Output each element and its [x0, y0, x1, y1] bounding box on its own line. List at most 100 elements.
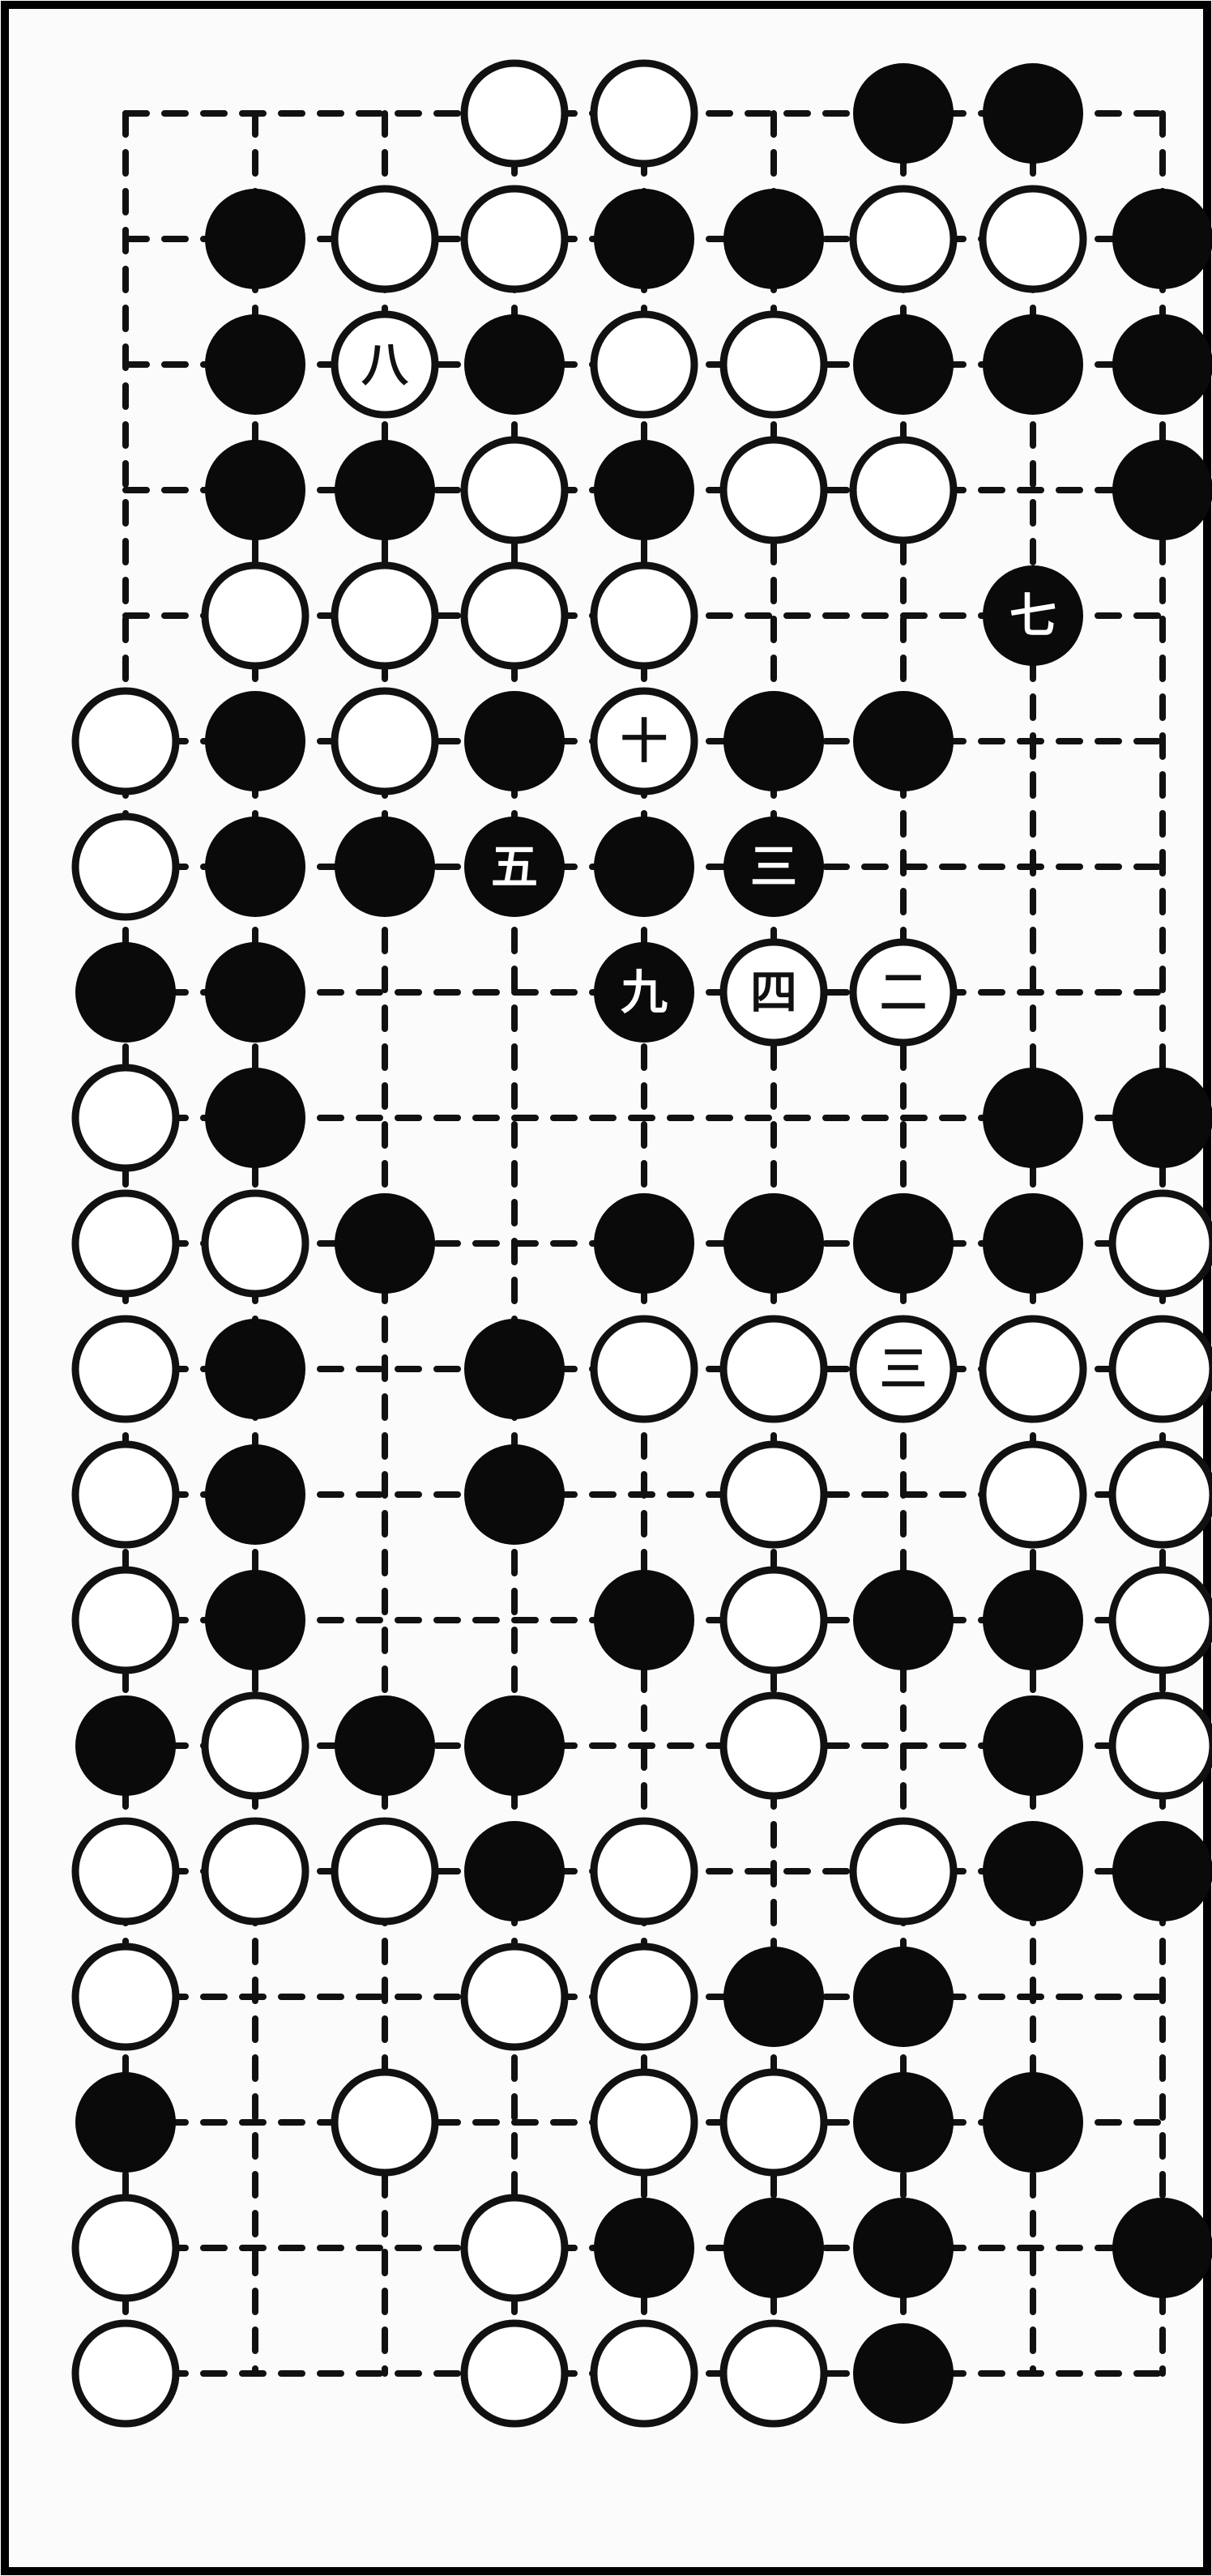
stone-disc — [464, 63, 565, 164]
stone-number-label: 四 — [750, 965, 797, 1020]
stone-disc — [464, 314, 565, 415]
white-stone — [335, 1821, 435, 1921]
white-stone — [1112, 1695, 1212, 1796]
white-stone — [853, 1821, 954, 1921]
stone-disc — [1112, 1319, 1212, 1419]
stone-disc — [1112, 1821, 1212, 1921]
stone-number-label: 五 — [491, 839, 538, 894]
stone-disc — [723, 691, 824, 791]
stone-disc — [1112, 1193, 1212, 1294]
white-stone — [75, 1444, 176, 1545]
board-stones: 八七十五三九四二三 — [75, 63, 1212, 2424]
white-stone — [594, 1947, 694, 2047]
stone-disc — [853, 2198, 954, 2298]
white-stone — [594, 565, 694, 666]
stone-disc — [75, 2198, 176, 2298]
black-stone — [723, 1193, 824, 1294]
white-stone — [464, 440, 565, 540]
black-stone — [1112, 314, 1212, 415]
black-stone — [335, 1193, 435, 1294]
stone-disc — [983, 1319, 1083, 1419]
black-stone — [205, 314, 305, 415]
white-stone — [853, 440, 954, 540]
white-stone — [723, 1570, 824, 1670]
stone-disc — [335, 1193, 435, 1294]
stone-disc — [723, 2198, 824, 2298]
stone-number-label: 二 — [880, 965, 927, 1020]
stone-disc — [983, 189, 1083, 289]
black-stone — [983, 1821, 1083, 1921]
stone-disc — [205, 1319, 305, 1419]
black-stone — [205, 1068, 305, 1168]
white-stone — [205, 565, 305, 666]
black-stone — [464, 1319, 565, 1419]
stone-number-label: 十 — [621, 714, 668, 769]
black-stone — [983, 2072, 1083, 2173]
white-stone — [594, 1821, 694, 1921]
stone-disc — [464, 1319, 565, 1419]
black-stone — [983, 314, 1083, 415]
stone-disc — [853, 1947, 954, 2047]
stone-disc — [594, 2072, 694, 2173]
stone-disc — [853, 691, 954, 791]
white-stone — [205, 1193, 305, 1294]
white-stone — [75, 1947, 176, 2047]
black-stone — [723, 1947, 824, 2047]
stone-disc — [464, 1947, 565, 2047]
stone-disc — [205, 1444, 305, 1545]
white-stone — [723, 1444, 824, 1545]
black-stone — [75, 942, 176, 1043]
black-stone — [1112, 2198, 1212, 2298]
white-stone — [594, 314, 694, 415]
white-stone — [1112, 1570, 1212, 1670]
stone-disc — [723, 2072, 824, 2173]
white-stone: 三 — [853, 1319, 954, 1419]
stone-disc — [205, 817, 305, 917]
stone-disc — [1112, 1068, 1212, 1168]
white-stone — [983, 1319, 1083, 1419]
stone-disc — [335, 2072, 435, 2173]
white-stone — [464, 63, 565, 164]
white-stone — [853, 189, 954, 289]
stone-disc — [594, 189, 694, 289]
stone-disc — [594, 1193, 694, 1294]
stone-disc — [75, 817, 176, 917]
white-stone: 四 — [723, 942, 824, 1043]
white-stone — [335, 565, 435, 666]
stone-disc — [983, 63, 1083, 164]
stone-number-label: 七 — [1009, 588, 1056, 643]
stone-disc — [594, 1570, 694, 1670]
stone-disc — [1112, 1570, 1212, 1670]
stone-disc — [853, 1821, 954, 1921]
black-stone — [594, 2198, 694, 2298]
stone-disc — [335, 691, 435, 791]
black-stone — [464, 691, 565, 791]
white-stone — [723, 314, 824, 415]
black-stone — [853, 63, 954, 164]
white-stone: 二 — [853, 942, 954, 1043]
white-stone: 十 — [594, 691, 694, 791]
white-stone — [464, 1947, 565, 2047]
stone-disc — [75, 1570, 176, 1670]
stone-disc — [723, 2323, 824, 2424]
white-stone — [723, 2323, 824, 2424]
stone-disc — [723, 1193, 824, 1294]
stone-disc — [1112, 2198, 1212, 2298]
stone-disc — [75, 2072, 176, 2173]
black-stone — [335, 817, 435, 917]
black-stone — [75, 2072, 176, 2173]
white-stone — [723, 1319, 824, 1419]
stone-disc — [594, 2323, 694, 2424]
stone-disc — [464, 440, 565, 540]
black-stone — [853, 2323, 954, 2424]
stone-disc — [464, 2198, 565, 2298]
stone-disc — [723, 1444, 824, 1545]
stone-disc — [853, 189, 954, 289]
stone-disc — [853, 1570, 954, 1670]
stone-disc — [853, 314, 954, 415]
stone-disc — [983, 1068, 1083, 1168]
stone-disc — [853, 2323, 954, 2424]
white-stone — [983, 1444, 1083, 1545]
black-stone — [853, 691, 954, 791]
stone-disc — [75, 1319, 176, 1419]
